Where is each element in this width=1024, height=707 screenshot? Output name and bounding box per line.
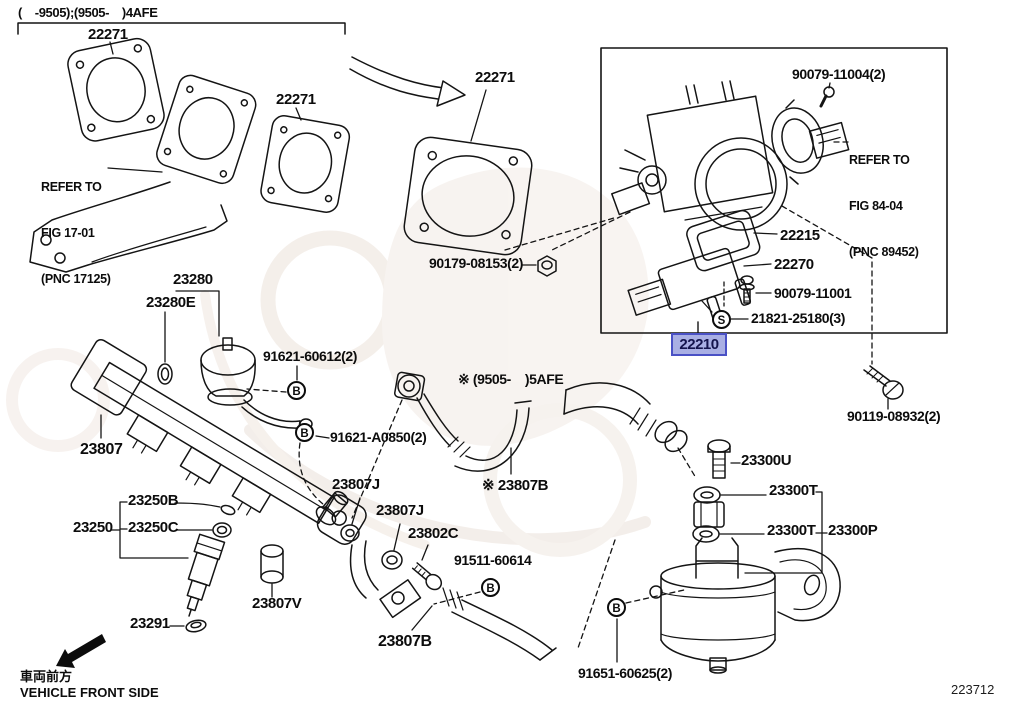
applicability-code: ( -9505);(9505- )4AFE — [18, 5, 158, 20]
label-23300t-a: 23300T — [769, 482, 818, 499]
label-23807v: 23807V — [252, 595, 302, 612]
gasket-22271-c-drawing — [403, 89, 533, 256]
nut-90179-drawing — [521, 255, 557, 277]
label-91511-60614: 91511-60614 — [454, 552, 532, 568]
front-side-label-en: VEHICLE FRONT SIDE — [20, 685, 159, 700]
refer-fig84-line1: REFER TO — [849, 153, 910, 168]
watermark-graphic — [6, 167, 651, 557]
label-23807b: 23807B — [378, 633, 432, 650]
front-side-label-jp: 車両前方 — [20, 669, 73, 684]
bolt-90119-drawing — [863, 365, 904, 410]
label-23807: 23807 — [80, 441, 123, 458]
label-23807j-a: 23807J — [332, 476, 380, 493]
label-90119-08932: 90119-08932(2) — [847, 408, 941, 424]
circled-b-symbol-60614: B — [481, 578, 500, 597]
label-23300u: 23300U — [741, 452, 792, 469]
refer-fig17-line1: REFER TO — [41, 180, 102, 195]
screw-90079-11001-drawing — [739, 275, 772, 304]
throttle-body-drawing — [611, 80, 788, 231]
injector-group-drawing — [111, 501, 284, 633]
gasket-22215-drawing — [686, 209, 761, 272]
gasket-22271-b-drawing — [260, 107, 351, 213]
circled-b-symbol-a0850: B — [295, 423, 314, 442]
label-23291: 23291 — [130, 615, 170, 632]
hose-to-filter-drawing — [563, 382, 688, 453]
figure-code: 223712 — [951, 682, 995, 697]
label-23802c: 23802C — [408, 525, 459, 542]
circled-b-symbol-60625: B — [607, 598, 626, 617]
label-90179-08153: 90179-08153(2) — [429, 255, 524, 271]
refer-fig84-line3: (PNC 89452) — [849, 245, 919, 260]
label-23250b: 23250B — [128, 492, 179, 509]
label-90079-11001: 90079-11001 — [774, 285, 852, 301]
dashed-leaders — [246, 141, 873, 649]
label-22215: 22215 — [780, 227, 820, 244]
refer-fig84-line2: FIG 84-04 — [849, 199, 903, 214]
label-22271-b: 22271 — [276, 91, 316, 108]
refer-fig17-line2: FIG 17-01 — [41, 226, 95, 241]
fuel-filter-drawing — [616, 439, 841, 674]
refer-note-fig17: REFER TO FIG 17-01 (PNC 17125) — [41, 149, 111, 318]
note-5afe: ※ (9505- )5AFE — [458, 371, 564, 387]
circled-s-symbol-21821: S — [712, 310, 731, 329]
label-21821-25180: 21821-25180(3) — [751, 310, 846, 326]
label-23250: 23250 — [73, 519, 113, 536]
front-direction-arrow — [56, 634, 106, 668]
label-22270: 22270 — [774, 256, 814, 273]
label-23280: 23280 — [173, 271, 213, 288]
assembly-box — [600, 47, 948, 334]
label-23807j-b: 23807J — [376, 502, 424, 519]
label-23250c: 23250C — [128, 519, 179, 536]
label-23807b-variant: ※ 23807B — [482, 477, 549, 494]
rail-end-fitting-drawing — [315, 490, 403, 570]
leader-22215 — [753, 232, 778, 235]
label-23280e: 23280E — [146, 294, 196, 311]
applicability-bracket — [17, 22, 346, 35]
refer-note-fig84: REFER TO FIG 84-04 (PNC 89452) — [849, 122, 919, 291]
gasket-22271-a-drawing — [67, 37, 165, 142]
curved-arrow — [349, 56, 466, 107]
mounting-bracket-drawing — [29, 74, 257, 273]
label-23300t-b: 23300T — [767, 522, 816, 539]
selected-part-label[interactable]: 22210 — [671, 333, 727, 356]
hose-5afe-drawing — [394, 371, 532, 475]
label-23300p: 23300P — [828, 522, 878, 539]
label-91651-60625: 91651-60625(2) — [578, 665, 673, 681]
label-22271-c: 22271 — [475, 69, 515, 86]
hose-23807b-drawing — [349, 540, 557, 661]
s-bolt-leaders — [701, 281, 749, 320]
valve-22270-drawing — [627, 247, 772, 324]
label-91621-60612: 91621-60612(2) — [263, 348, 358, 364]
throttle-sensor-drawing — [771, 82, 850, 185]
label-91621-a0850: 91621-A0850(2) — [330, 429, 427, 445]
refer-fig17-line3: (PNC 17125) — [41, 272, 111, 287]
circled-b-symbol-60612: B — [287, 381, 306, 400]
label-22271-a: 22271 — [88, 26, 128, 43]
label-90079-11004: 90079-11004(2) — [792, 66, 886, 82]
